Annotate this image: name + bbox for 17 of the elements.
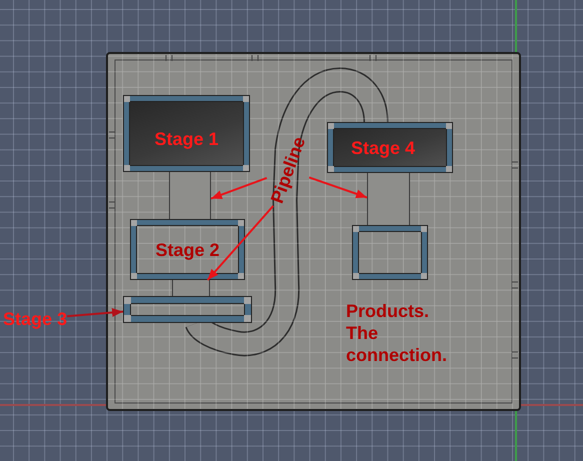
leader-arrow — [66, 308, 124, 318]
connector-strip — [169, 172, 211, 219]
connector-strip — [172, 280, 210, 296]
connector-strip — [367, 173, 410, 225]
steel-frame — [130, 219, 245, 280]
leader-arrow — [206, 205, 274, 281]
steel-frame — [123, 95, 250, 172]
leader-arrow — [308, 176, 368, 198]
part-label: Stage 1 — [154, 128, 219, 148]
part-label: Stage 4 — [350, 138, 416, 158]
leader-arrow — [210, 176, 268, 200]
steel-frame — [352, 225, 428, 280]
steel-frame — [123, 296, 252, 323]
note-text: Products. The connection. — [346, 300, 448, 366]
steel-frame — [327, 122, 453, 173]
part-label: Stage 2 — [155, 240, 220, 260]
callout-label: Stage 3 — [3, 309, 68, 329]
